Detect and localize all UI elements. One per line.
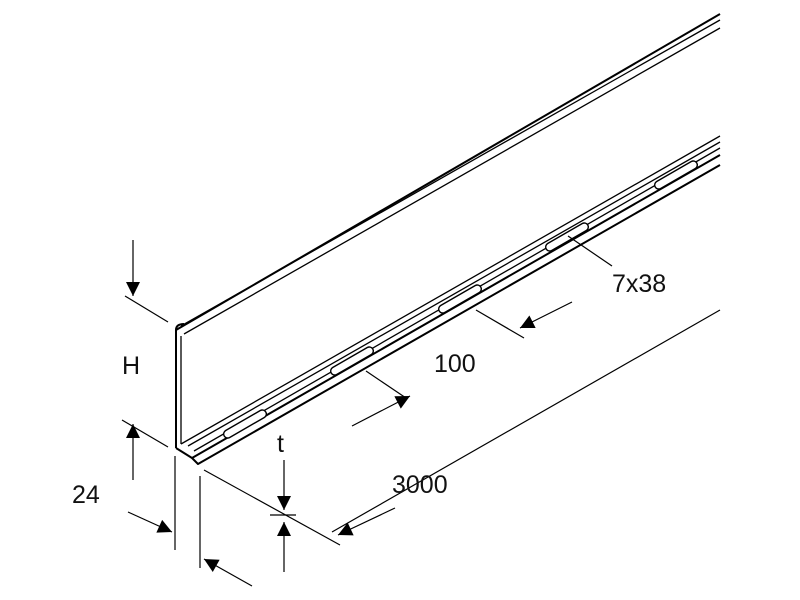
slot-hole bbox=[222, 409, 268, 439]
slot-callout: 7x38 bbox=[567, 235, 666, 298]
length-dimension: 3000 bbox=[203, 309, 721, 546]
thickness-dimension: t bbox=[270, 430, 296, 572]
pitch-label: 100 bbox=[434, 350, 476, 378]
profile-wall bbox=[175, 13, 721, 448]
height-dimension: H bbox=[121, 240, 169, 480]
flange-label: 24 bbox=[72, 481, 100, 509]
profile-flange bbox=[175, 135, 721, 465]
slot-hole bbox=[653, 160, 699, 190]
flange-slots bbox=[222, 160, 699, 439]
height-label: H bbox=[122, 352, 140, 380]
slot-hole bbox=[329, 346, 375, 376]
slot-label: 7x38 bbox=[612, 270, 666, 298]
slot-hole bbox=[437, 284, 483, 314]
length-label: 3000 bbox=[392, 471, 448, 499]
flange-dimension: 24 bbox=[72, 456, 253, 587]
thickness-label: t bbox=[277, 430, 284, 458]
pitch-dimension: 100 bbox=[351, 301, 573, 427]
slot-hole bbox=[544, 222, 590, 252]
